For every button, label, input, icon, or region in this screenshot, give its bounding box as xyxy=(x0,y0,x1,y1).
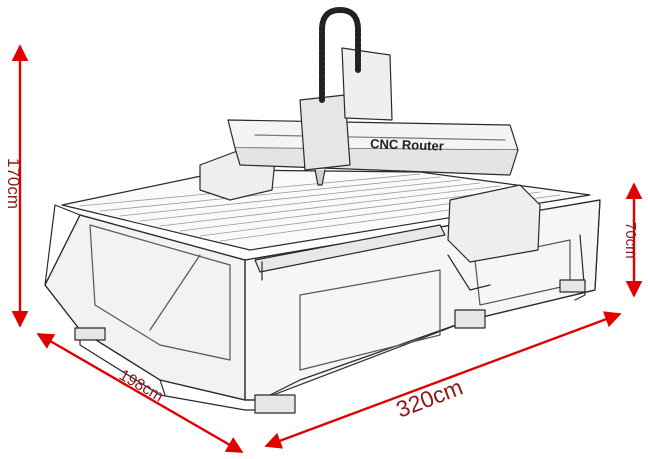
spindle-motor xyxy=(341,47,393,121)
length-arrow xyxy=(264,311,622,449)
base-leg xyxy=(559,279,586,293)
spindle-carriage xyxy=(299,94,351,171)
length-label: 320cm xyxy=(392,374,466,423)
gantry-right-column xyxy=(447,184,541,263)
base-leg xyxy=(254,394,296,414)
width-arrow xyxy=(36,332,244,454)
dimension-arrows xyxy=(11,44,643,454)
base-leg xyxy=(454,309,486,329)
base-leg xyxy=(74,327,106,341)
height-label: 170cm xyxy=(4,158,23,209)
gantry-label: CNC Router xyxy=(370,136,444,154)
base-front-panel xyxy=(44,214,246,401)
cable-drag-chain xyxy=(319,7,361,103)
table-height-label: 70cm xyxy=(622,222,639,259)
front-guide-rail xyxy=(254,224,446,273)
